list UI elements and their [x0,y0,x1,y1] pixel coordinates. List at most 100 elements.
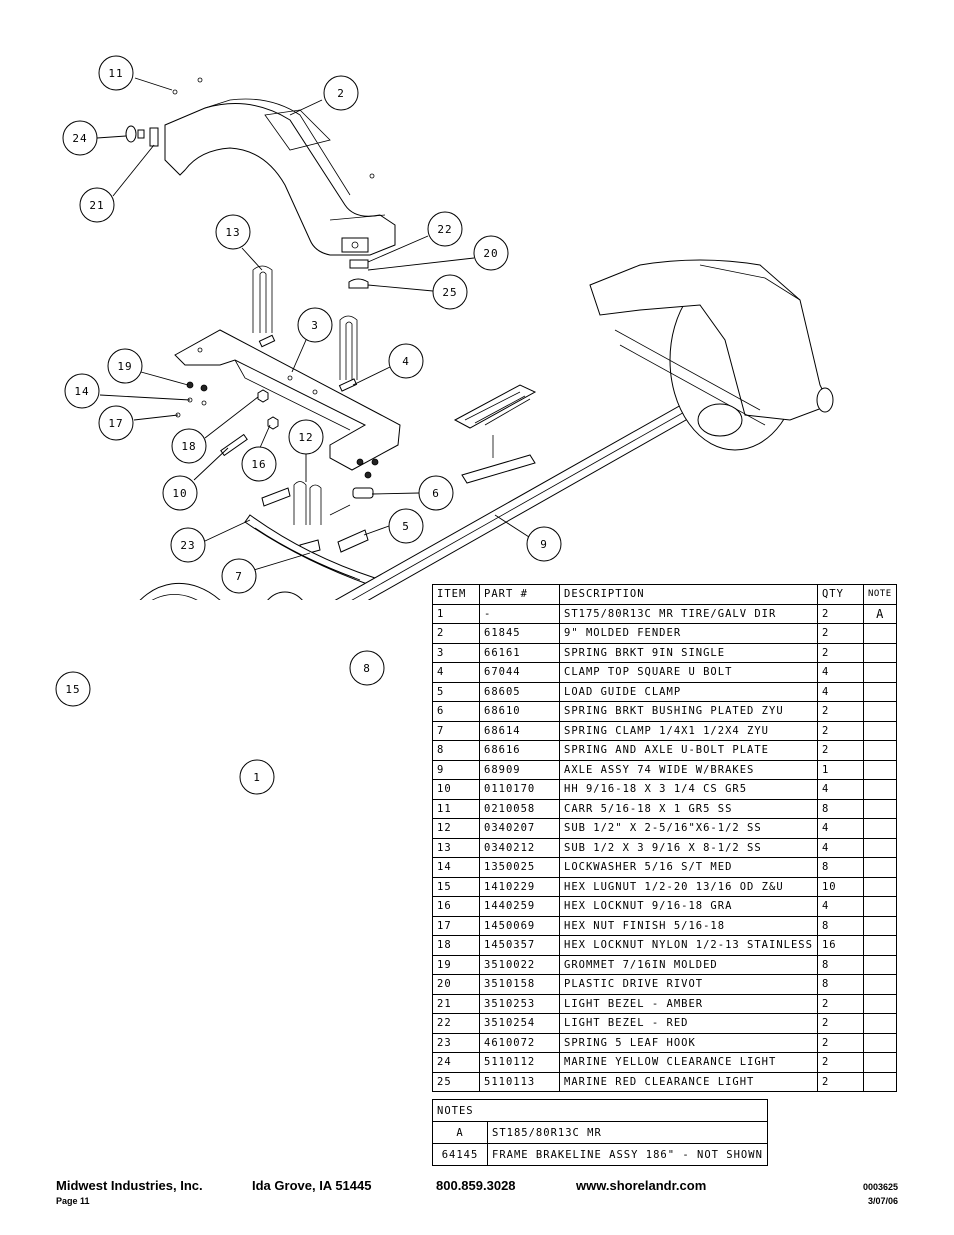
notes-title: NOTES [432,1099,768,1122]
note-text: FRAME BRAKELINE ASSY 186" - NOT SHOWN [487,1143,768,1166]
notes-row: A ST185/80R13C MR [432,1121,768,1144]
svg-text:18: 18 [181,440,196,453]
notes-row: 64145 FRAME BRAKELINE ASSY 186" - NOT SH… [432,1143,768,1166]
cell-item: 13 [432,837,480,858]
cell-description: LIGHT BEZEL - RED [559,1013,818,1034]
svg-text:4: 4 [402,355,410,368]
cell-item: 16 [432,896,480,917]
cell-qty: 2 [816,701,864,722]
cell-description: MARINE YELLOW CLEARANCE LIGHT [559,1052,818,1073]
cell-description: HEX LOCKNUT 9/16-18 GRA [559,896,818,917]
cell-item: 2 [432,623,480,644]
cell-part-number: 3510158 [479,974,560,995]
cell-note [862,701,897,722]
cell-item: 15 [432,876,480,897]
cell-item: 19 [432,954,480,975]
cell-description: LIGHT BEZEL - AMBER [559,993,818,1014]
company-phone: 800.859.3028 [436,1178,516,1193]
cell-qty: 16 [816,935,864,956]
callout-14: 14 [64,373,100,409]
callout-6: 6 [418,475,454,511]
cell-item: 24 [432,1052,480,1073]
cell-part-number: 1440259 [479,896,560,917]
svg-text:22: 22 [437,223,452,236]
parts-list-table: ITEM PART # DESCRIPTION QTY NOTE 1-ST175… [432,584,897,1092]
cell-description: 9" MOLDED FENDER [559,623,818,644]
callout-25: 25 [432,274,468,310]
page-footer: Midwest Industries, Inc. Ida Grove, IA 5… [56,1178,898,1218]
callout-9: 9 [526,526,562,562]
callout-23: 23 [170,527,206,563]
right-wheel-assembly-drawing [589,259,834,451]
cell-description: PLASTIC DRIVE RIVOT [559,974,818,995]
cell-qty: 8 [816,915,864,936]
cell-description: LOAD GUIDE CLAMP [559,681,818,702]
cell-description: CARR 5/16-18 X 1 GR5 SS [559,798,818,819]
cell-item: 1 [432,603,480,624]
svg-text:6: 6 [432,487,440,500]
cell-item: 21 [432,993,480,1014]
svg-text:24: 24 [72,132,87,145]
cell-qty: 2 [816,1052,864,1073]
cell-qty: 1 [816,759,864,780]
cell-description: MARINE RED CLEARANCE LIGHT [559,1071,818,1092]
callout-2: 2 [323,75,359,111]
callout-13: 13 [215,214,251,250]
callout-12: 12 [288,419,324,455]
cell-description: GROMMET 7/16IN MOLDED [559,954,818,975]
cell-note [862,642,897,663]
leader-lines [96,77,530,571]
cell-part-number: 68610 [479,701,560,722]
cell-part-number: 0340212 [479,837,560,858]
cell-qty: 2 [816,603,864,624]
u-bolt-drawings [252,265,358,525]
cell-qty: 4 [816,896,864,917]
cell-part-number: 68616 [479,740,560,761]
cell-part-number: 4610072 [479,1032,560,1053]
cell-part-number: 68909 [479,759,560,780]
cell-description: SPRING BRKT 9IN SINGLE [559,642,818,663]
cell-item: 10 [432,779,480,800]
cell-qty: 8 [816,974,864,995]
cell-qty: 10 [816,876,864,897]
cell-note [862,915,897,936]
hardware-drawings [175,381,379,516]
callout-15: 15 [55,671,91,707]
cell-description: SUB 1/2" X 2-5/16"X6-1/2 SS [559,818,818,839]
svg-text:12: 12 [298,431,313,444]
cell-part-number: 68614 [479,720,560,741]
cell-item: 22 [432,1013,480,1034]
svg-text:9: 9 [540,538,548,551]
header-qty: QTY [816,584,864,605]
left-wheel-drawing [113,582,303,600]
callout-19: 19 [107,348,143,384]
note-key: 64145 [432,1143,488,1166]
cell-item: 17 [432,915,480,936]
cell-note [862,759,897,780]
callout-3: 3 [297,307,333,343]
cell-part-number: 0110170 [479,779,560,800]
cell-part-number: 1450357 [479,935,560,956]
cell-description: SPRING CLAMP 1/4X1 1/2X4 ZYU [559,720,818,741]
cell-qty: 8 [816,954,864,975]
svg-text:1: 1 [253,771,261,784]
callout-24: 24 [62,120,98,156]
cell-note [862,935,897,956]
cell-qty: 2 [816,740,864,761]
cell-qty: 2 [816,1032,864,1053]
cell-item: 23 [432,1032,480,1053]
company-city: Ida Grove, IA 51445 [252,1178,372,1193]
cell-note [862,779,897,800]
callout-17: 17 [98,405,134,441]
